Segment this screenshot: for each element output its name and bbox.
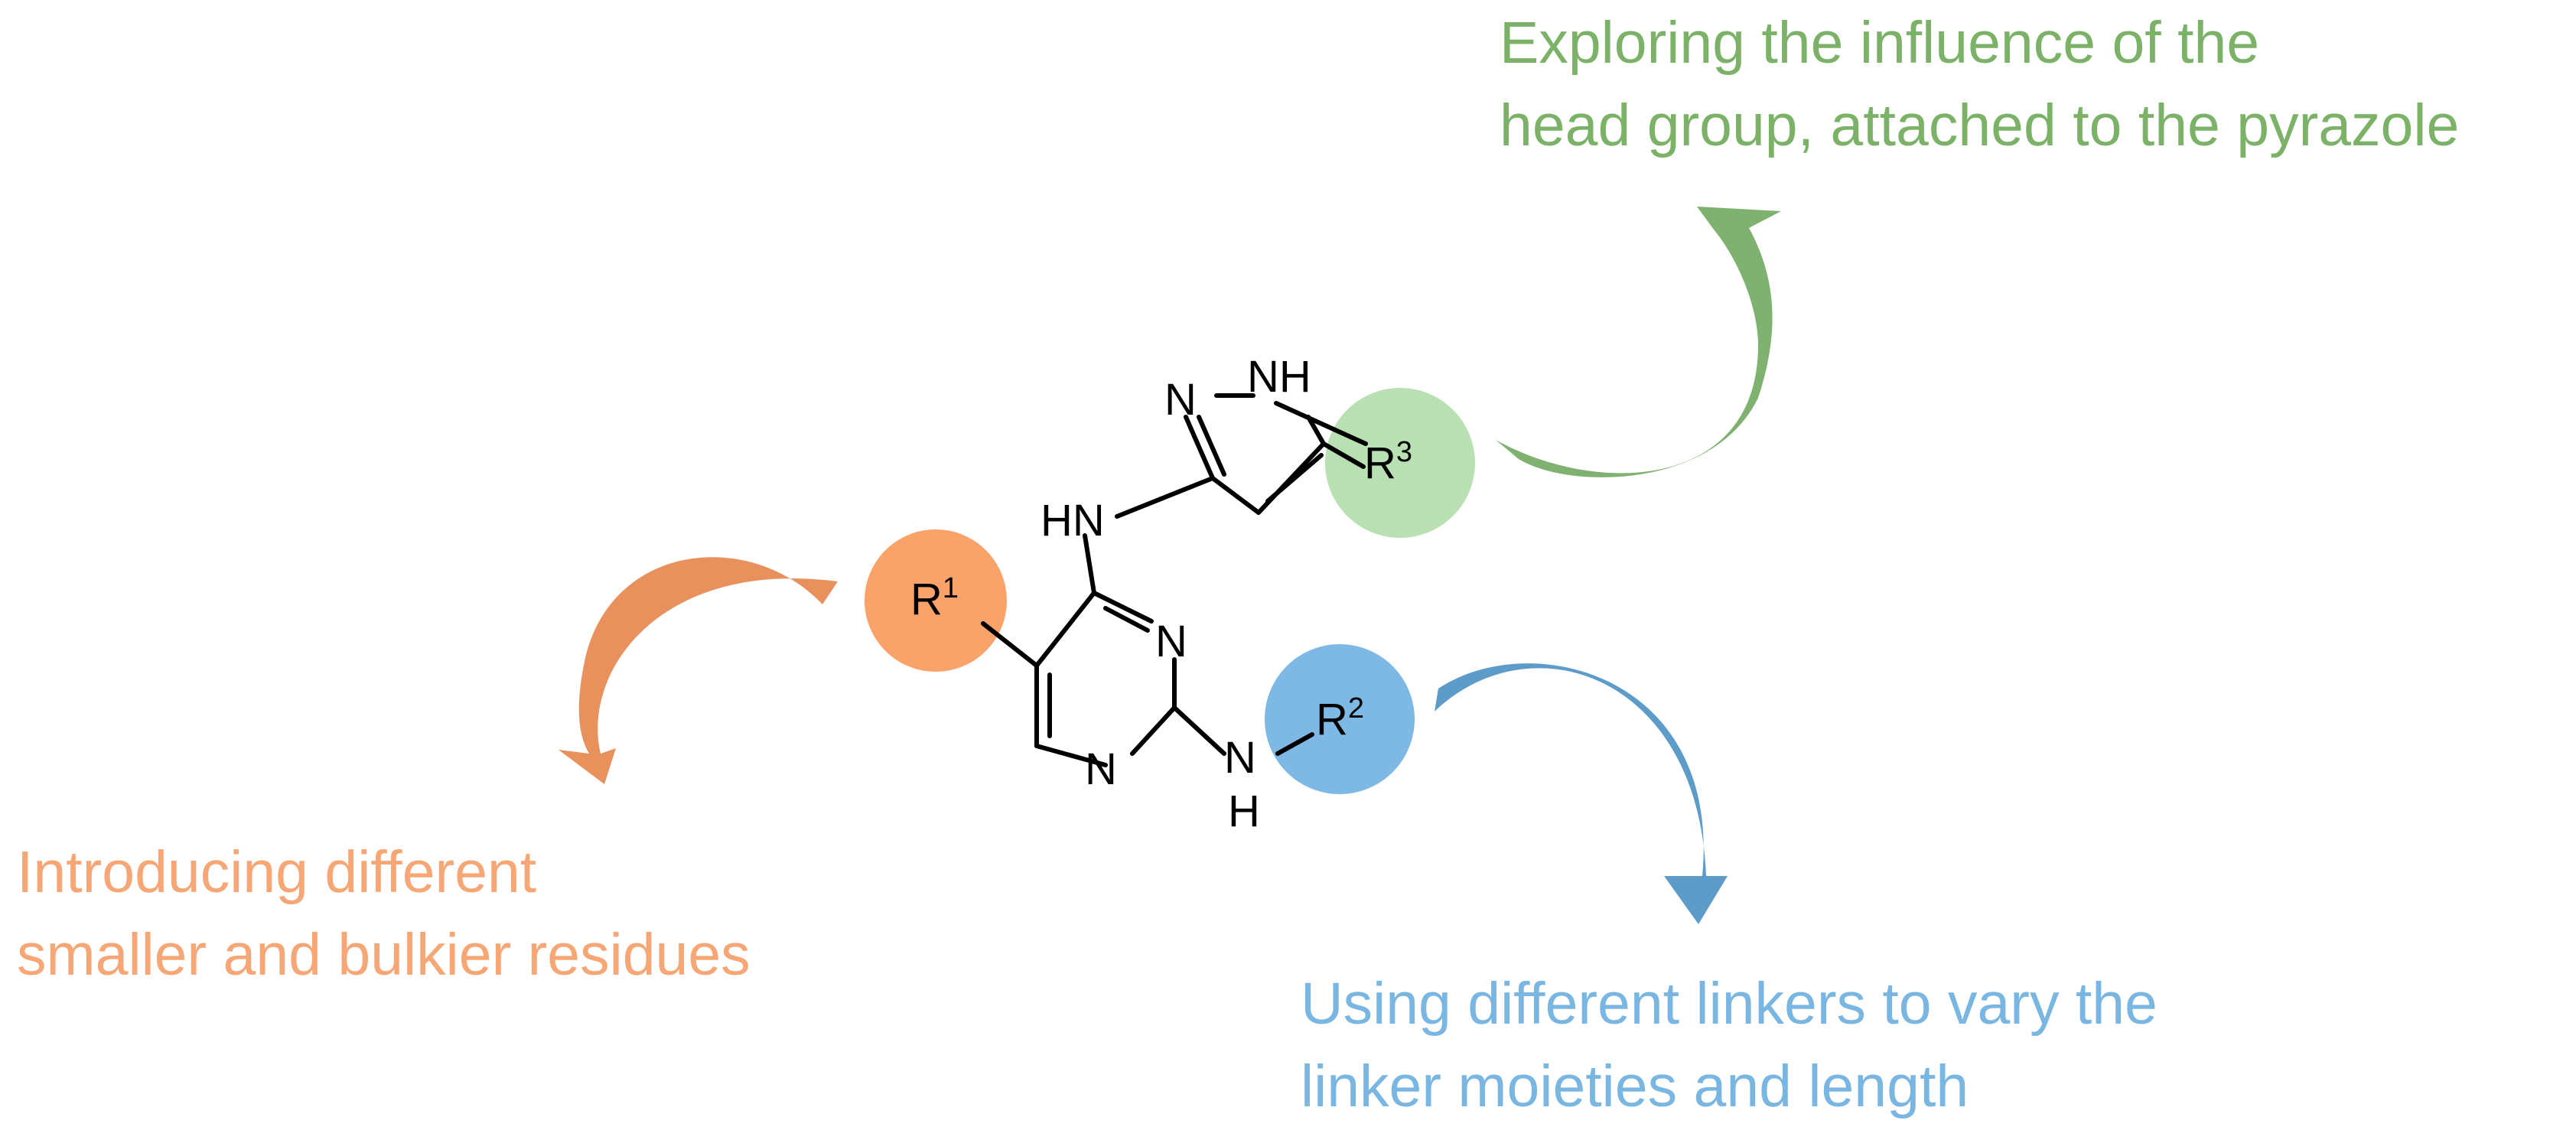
head-group-caption-line-1: Exploring the influence of the xyxy=(1500,10,2260,76)
atom-labels: N NH HN N N N H xyxy=(1040,352,1311,836)
r-group-labels: R1 R2 R3 xyxy=(910,436,1412,744)
atom-pyrimidine-n1: N xyxy=(1085,744,1117,794)
r1-curved-arrow xyxy=(559,557,838,784)
head-group-caption-line-2: head group, attached to the pyrazole xyxy=(1500,93,2460,158)
linkers-caption-line-1: Using different linkers to vary the xyxy=(1301,971,2158,1037)
r3-curved-arrow xyxy=(1496,207,1781,477)
r2-curved-arrow xyxy=(1435,663,1728,924)
molecule-bonds xyxy=(981,393,1368,767)
residues-caption: Introducing different smaller and bulkie… xyxy=(17,831,751,996)
r3-circle xyxy=(1325,388,1475,538)
r1-circle xyxy=(865,529,1007,672)
r2-circle xyxy=(1265,644,1415,794)
atom-pyrazole-n: N xyxy=(1164,375,1197,425)
r3-label: R3 xyxy=(1364,436,1412,488)
linkers-caption: Using different linkers to vary the link… xyxy=(1301,962,2158,1128)
atom-nh-h: H xyxy=(1228,786,1260,836)
atom-pyrimidine-n3: N xyxy=(1155,617,1187,666)
residues-caption-line-1: Introducing different xyxy=(17,839,537,905)
head-group-caption: Exploring the influence of the head grou… xyxy=(1500,2,2459,167)
r1-label: R1 xyxy=(910,572,959,624)
residues-caption-line-2: smaller and bulkier residues xyxy=(17,922,751,988)
atom-nh-n: N xyxy=(1224,733,1256,783)
r2-label: R2 xyxy=(1316,692,1364,744)
linkers-caption-line-2: linker moieties and length xyxy=(1301,1053,1969,1119)
atom-hn-linker: HN xyxy=(1040,496,1105,545)
atom-pyrazole-nh: NH xyxy=(1247,352,1311,402)
